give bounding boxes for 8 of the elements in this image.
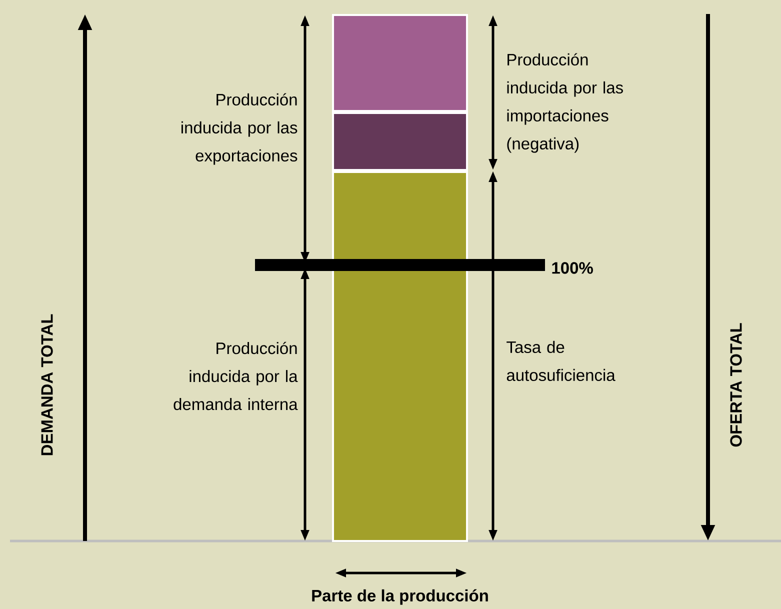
label: Producción inducida por las exportaciones <box>182 93 298 165</box>
label: Parte de la producción <box>312 589 488 605</box>
label: Tasa de autosuficiencia <box>506 340 616 382</box>
label: Producción inducida por la demanda interna <box>174 342 298 410</box>
label: DEMANDA TOTAL <box>41 314 53 456</box>
label: Producción inducida por las importaciones (negativa) <box>507 53 623 153</box>
label: OFERTA TOTAL <box>730 323 742 447</box>
label: 100% <box>552 262 593 274</box>
